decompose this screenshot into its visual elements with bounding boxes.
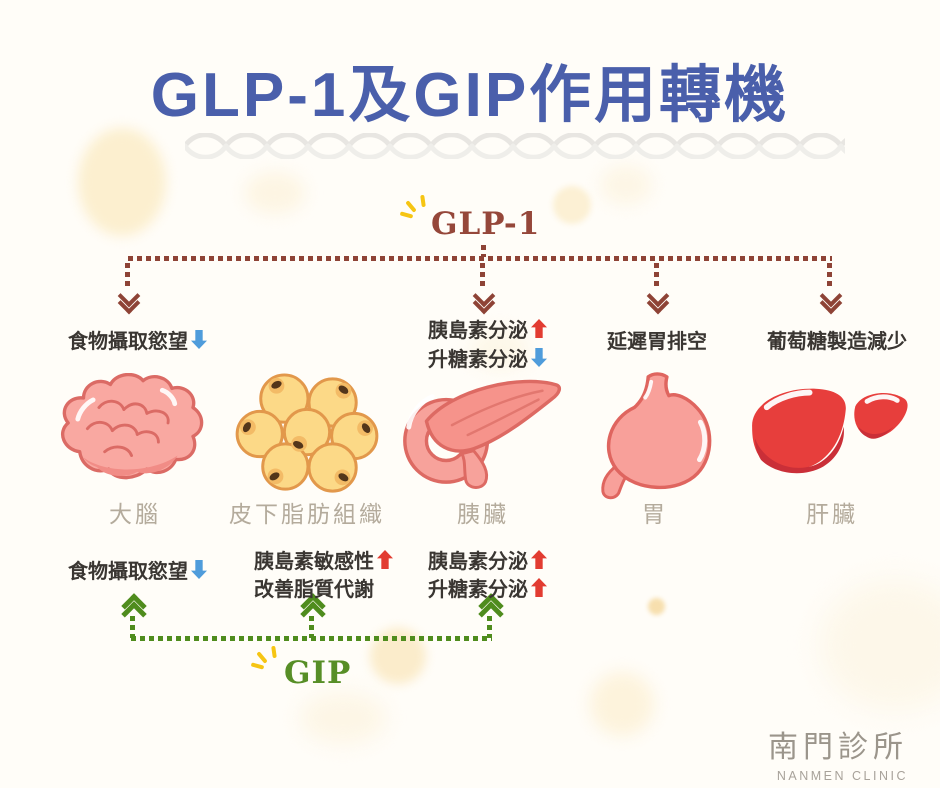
organ-name-stomach: 胃: [642, 502, 668, 528]
glp1-effect-stomach: 延遲胃排空: [607, 331, 707, 353]
gip-effect-pancreas-2: 升糖素分泌: [428, 573, 547, 602]
background-blob: [820, 580, 940, 710]
gip-rise-fat: [309, 616, 314, 638]
increase-arrow-icon: [531, 319, 547, 338]
decrease-arrow-icon: [191, 330, 207, 349]
background-blob: [553, 186, 591, 224]
glp1-drop-pancreas: [480, 263, 485, 288]
sparkle-icon: [250, 645, 281, 674]
gip-hormone-label: GIP: [284, 655, 352, 691]
glp1-connector-tick: [481, 245, 486, 257]
glp1-drop-stomach: [654, 263, 659, 288]
increase-arrow-icon: [531, 550, 547, 569]
increase-arrow-icon: [377, 550, 393, 569]
decrease-arrow-icon: [531, 348, 547, 367]
organ-name-liver: 肝臟: [806, 502, 858, 528]
background-blob: [590, 672, 654, 736]
glp1-hormone-label: GLP-1: [431, 206, 541, 242]
gip-connector-line: [131, 636, 492, 641]
background-blob: [470, 330, 530, 370]
increase-arrow-icon: [531, 578, 547, 597]
background-blob: [78, 128, 166, 236]
fat-tissue-illustration: [235, 373, 379, 493]
glp1-effect-brain: 食物攝取慾望: [68, 325, 207, 354]
clinic-logo: 南門診所 NANMEN CLINIC: [768, 722, 908, 783]
glp1-effect-pancreas-1: 胰島素分泌: [428, 314, 547, 343]
organ-name-pancreas: 胰臟: [457, 502, 509, 528]
clinic-name-zh: 南門診所: [768, 731, 908, 764]
liver-illustration: [752, 388, 908, 474]
organ-name-brain: 大腦: [109, 502, 161, 528]
stomach-illustration: [601, 372, 712, 500]
page-title: GLP-1及GIP作用轉機: [150, 61, 790, 130]
gip-rise-brain: [130, 616, 135, 638]
organ-name-fat: 皮下脂肪組織: [229, 502, 385, 528]
gip-effect-brain: 食物攝取慾望: [68, 555, 207, 584]
braid-divider-decoration: [185, 133, 845, 159]
gip-effect-fat-2: 改善脂質代謝: [254, 579, 374, 601]
brain-illustration: [61, 373, 204, 480]
glp1-connector-line: [128, 256, 832, 261]
glp1-effect-pancreas-2: 升糖素分泌: [428, 343, 547, 372]
clinic-name-en: NANMEN CLINIC: [776, 769, 908, 783]
pancreas-illustration: [403, 379, 562, 489]
glp1-drop-brain: [125, 263, 130, 288]
glp1-effect-liver: 葡萄糖製造減少: [767, 331, 907, 353]
gip-effect-fat-1: 胰島素敏感性: [254, 545, 393, 574]
background-blob: [300, 692, 386, 744]
background-blob: [600, 165, 652, 205]
background-blob: [245, 172, 305, 214]
gip-rise-pancreas: [487, 616, 492, 638]
glp1-drop-liver: [827, 263, 832, 288]
decrease-arrow-icon: [191, 560, 207, 579]
sparkle-icon: [399, 194, 430, 223]
background-blob: [648, 598, 665, 615]
gip-effect-pancreas-1: 胰島素分泌: [428, 545, 547, 574]
